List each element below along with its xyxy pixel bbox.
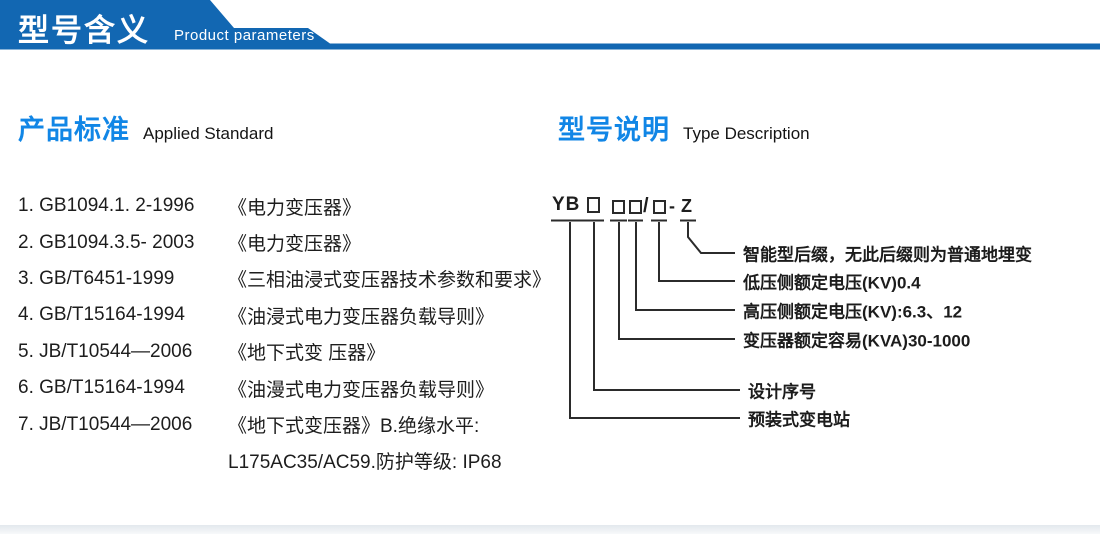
standards-row: 3. GB/T6451-1999 《三相油浸式变压器技术参数和要求》 — [18, 261, 563, 297]
banner-title: 型号含义 — [18, 13, 150, 48]
standard-code: 2. GB1094.3.5- 2003 — [18, 231, 195, 253]
label-high-voltage: 高压侧额定电压(KV):6.3、12 — [743, 302, 963, 322]
standards-heading-en: Applied Standard — [143, 124, 274, 143]
placeholder-box-capacity — [612, 200, 625, 214]
standard-title: 《地下式变压器》B.绝缘水平: — [228, 416, 480, 438]
standard-title: 《油浸式电力变压器负载导则》 — [228, 306, 495, 328]
standards-list: 1. GB1094.1. 2-1996 《电力变压器》 2. GB1094.3.… — [18, 188, 563, 479]
banner-subtitle: Product parameters — [174, 27, 315, 44]
placeholder-box-high-voltage — [629, 200, 642, 214]
standard-code: 4. GB/T15164-1994 — [18, 304, 185, 326]
standard-continuation: L175AC35/AC59.防护等级: IP68 — [228, 452, 502, 474]
standard-code: 7. JB/T10544—2006 — [18, 413, 193, 435]
model-smart-suffix: Z — [681, 196, 692, 216]
banner-shape — [0, 0, 1100, 50]
standard-code: 6. GB/T15164-1994 — [18, 377, 185, 399]
label-low-voltage: 低压侧额定电压(KV)0.4 — [743, 273, 921, 293]
standards-row: 7. JB/T10544—2006 《地下式变压器》B.绝缘水平: — [18, 406, 563, 442]
standards-continuation-row: L175AC35/AC59.防护等级: IP68 — [18, 443, 563, 479]
type-desc-heading: 型号说明 Type Description — [558, 108, 810, 147]
standards-row: 5. JB/T10544—2006 《地下式变 压器》 — [18, 334, 563, 370]
leader-substation — [569, 222, 740, 419]
standards-row: 1. GB1094.1. 2-1996 《电力变压器》 — [18, 188, 563, 224]
leader-smart-suffix — [687, 222, 735, 254]
leader-high-voltage — [635, 222, 735, 311]
type-desc-heading-en: Type Description — [683, 124, 810, 143]
label-design-serial: 设计序号 — [748, 382, 816, 402]
standard-title: 《三相油浸式变压器技术参数和要求》 — [228, 270, 552, 292]
standard-code: 1. GB1094.1. 2-1996 — [18, 195, 195, 217]
model-slash: / — [643, 195, 649, 217]
leader-design-serial — [593, 222, 740, 391]
model-dash: - — [669, 196, 675, 216]
standards-row: 2. GB1094.3.5- 2003 《电力变压器》 — [18, 224, 563, 260]
label-substation: 预装式变电站 — [748, 410, 850, 430]
standard-title: 《电力变压器》 — [228, 197, 362, 219]
standards-row: 4. GB/T15164-1994 《油浸式电力变压器负载导则》 — [18, 297, 563, 333]
placeholder-box-low-voltage — [653, 200, 666, 214]
bottom-divider-bar — [0, 525, 1100, 534]
standard-title: 《电力变压器》 — [228, 234, 362, 256]
standard-title: 《地下式变 压器》 — [228, 343, 386, 365]
banner-polygon — [0, 0, 1100, 50]
label-capacity: 变压器额定容易(KVA)30-1000 — [743, 331, 971, 351]
standards-row: 6. GB/T15164-1994 《油漫式电力变压器负载导则》 — [18, 370, 563, 406]
type-desc-heading-zh: 型号说明 — [558, 115, 670, 145]
standards-heading: 产品标准 Applied Standard — [18, 108, 273, 147]
standards-heading-zh: 产品标准 — [18, 115, 130, 145]
placeholder-box-design — [587, 197, 600, 213]
leader-low-voltage — [658, 222, 735, 282]
standard-title: 《油漫式电力变压器负载导则》 — [228, 379, 495, 401]
leader-capacity — [618, 222, 735, 340]
standard-code: 5. JB/T10544—2006 — [18, 340, 193, 362]
standard-code: 3. GB/T6451-1999 — [18, 267, 175, 289]
model-prefix: YB — [552, 194, 581, 215]
label-smart-suffix: 智能型后缀，无此后缀则为普通地埋变 — [743, 245, 1032, 265]
